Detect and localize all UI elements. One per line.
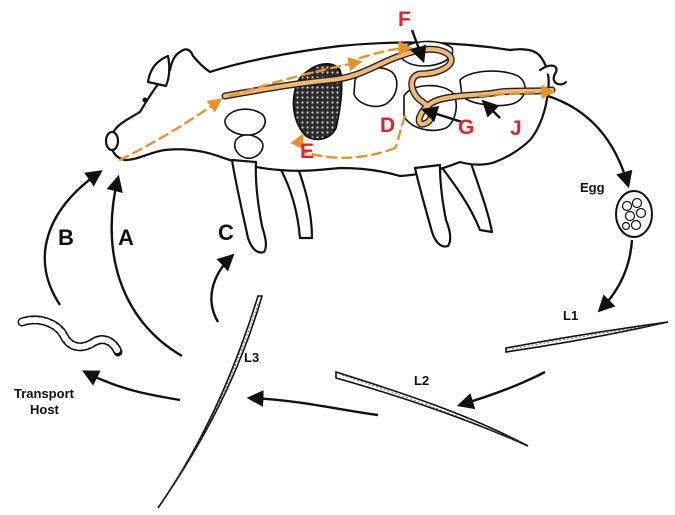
transport-host-earthworm xyxy=(22,320,118,352)
arrow-egg-to-L1 xyxy=(600,240,632,310)
label-E: E xyxy=(300,140,314,163)
pig-front-leg xyxy=(232,160,266,252)
pig-eye xyxy=(143,98,148,103)
pig-hind-leg xyxy=(415,165,450,246)
larva-L1 xyxy=(506,322,668,352)
label-route-C: C xyxy=(218,220,234,245)
larva-L3 xyxy=(158,296,262,508)
arrow-L1-to-L2 xyxy=(460,372,545,405)
pig-shoulder-organ xyxy=(225,109,265,135)
label-host: Host xyxy=(30,402,60,417)
label-L3: L3 xyxy=(244,350,259,365)
pig-hind-leg-back xyxy=(440,160,492,232)
pig-snout xyxy=(106,132,118,150)
larva-L2 xyxy=(336,372,528,446)
label-route-B: B xyxy=(58,225,74,250)
label-D: D xyxy=(380,114,395,137)
label-route-A: A xyxy=(118,225,134,250)
label-transport: Transport xyxy=(14,386,75,401)
label-F: F xyxy=(398,8,411,31)
label-G: G xyxy=(458,116,474,139)
label-J: J xyxy=(510,117,522,140)
arrow-route-A xyxy=(112,178,182,356)
label-egg: Egg xyxy=(580,180,605,195)
arrow-pig-to-egg xyxy=(548,96,628,185)
arrow-L3-to-transport-host xyxy=(85,372,180,400)
pig-front-leg-back xyxy=(280,168,312,238)
arrow-L2-to-L3 xyxy=(250,398,378,415)
arrow-route-C xyxy=(211,256,232,322)
label-L1: L1 xyxy=(563,308,578,323)
label-L2: L2 xyxy=(414,373,429,388)
pig-heart xyxy=(235,135,263,158)
egg xyxy=(616,191,652,237)
pig-ear xyxy=(148,56,169,86)
